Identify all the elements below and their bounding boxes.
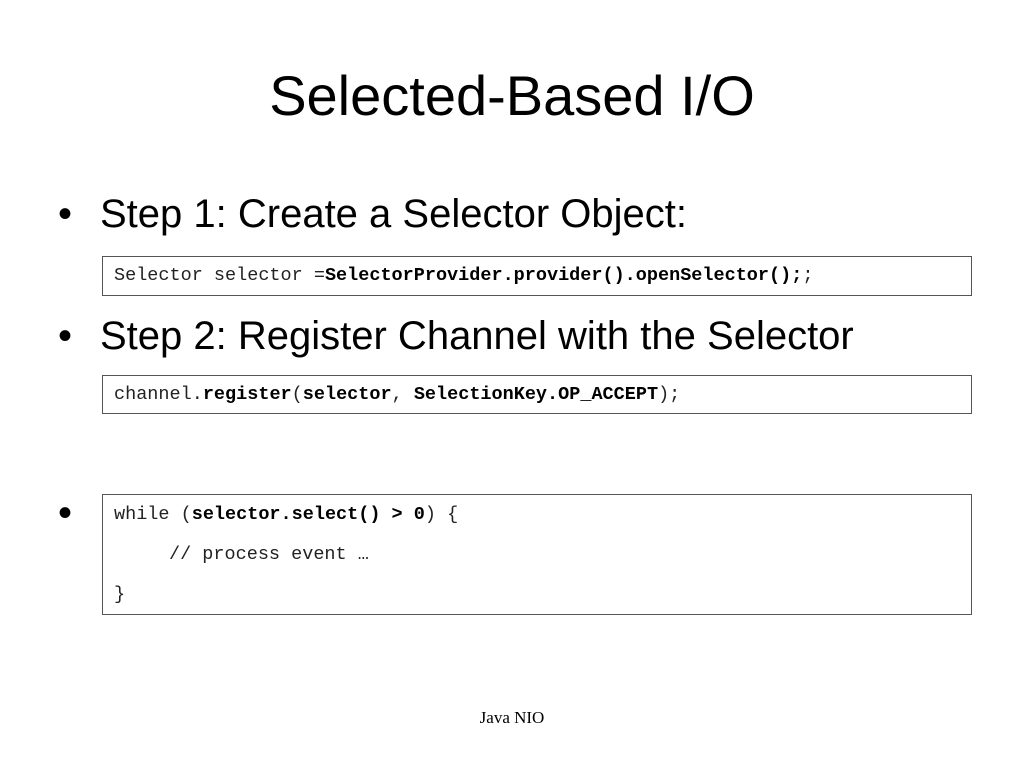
code-line: channel.register(selector, SelectionKey.…	[114, 376, 971, 413]
code-keyword: selector.select() > 0	[191, 504, 425, 525]
code-line: while (selector.select() > 0) {	[114, 497, 971, 537]
code-text: // process event …	[169, 544, 369, 565]
code-block-select-loop: while (selector.select() > 0) { // proces…	[102, 494, 972, 615]
bullet-step-2: • Step 2: Register Channel with the Selec…	[58, 312, 854, 374]
bullet-step-1-text: Step 1: Create a Selector Object:	[100, 192, 687, 236]
code-keyword: SelectorProvider.provider().openSelector…	[324, 265, 803, 286]
bullet-step-3: •	[58, 489, 100, 537]
code-text: );	[658, 384, 681, 405]
bullet-marker: •	[58, 491, 73, 535]
code-line: Selector selector =SelectorProvider.prov…	[114, 257, 971, 295]
code-text: }	[114, 584, 126, 605]
bullet-marker: •	[58, 314, 73, 358]
code-block-register-channel: channel.register(selector, SelectionKey.…	[102, 375, 972, 414]
bullet-step-1: • Step 1: Create a Selector Object:	[58, 190, 687, 238]
code-keyword: register	[202, 384, 292, 405]
code-line: }	[114, 577, 971, 614]
bullet-marker: •	[58, 192, 73, 236]
code-keyword: selector	[302, 384, 392, 405]
code-text: while (	[114, 504, 192, 525]
code-text: ,	[391, 384, 414, 405]
code-keyword: SelectionKey.OP_ACCEPT	[413, 384, 659, 405]
code-line: // process event …	[114, 537, 971, 577]
slide-title: Selected-Based I/O	[269, 64, 755, 127]
bullet-step-2-text: Step 2: Register Channel with the Select…	[100, 314, 854, 358]
code-text: channel.	[114, 384, 203, 405]
code-text: ) {	[424, 504, 459, 525]
code-text: ;	[802, 265, 814, 286]
code-text: Selector selector =	[114, 265, 325, 286]
slide-footer: Java NIO	[479, 708, 545, 727]
code-text: (	[291, 384, 303, 405]
code-block-create-selector: Selector selector =SelectorProvider.prov…	[102, 256, 972, 296]
